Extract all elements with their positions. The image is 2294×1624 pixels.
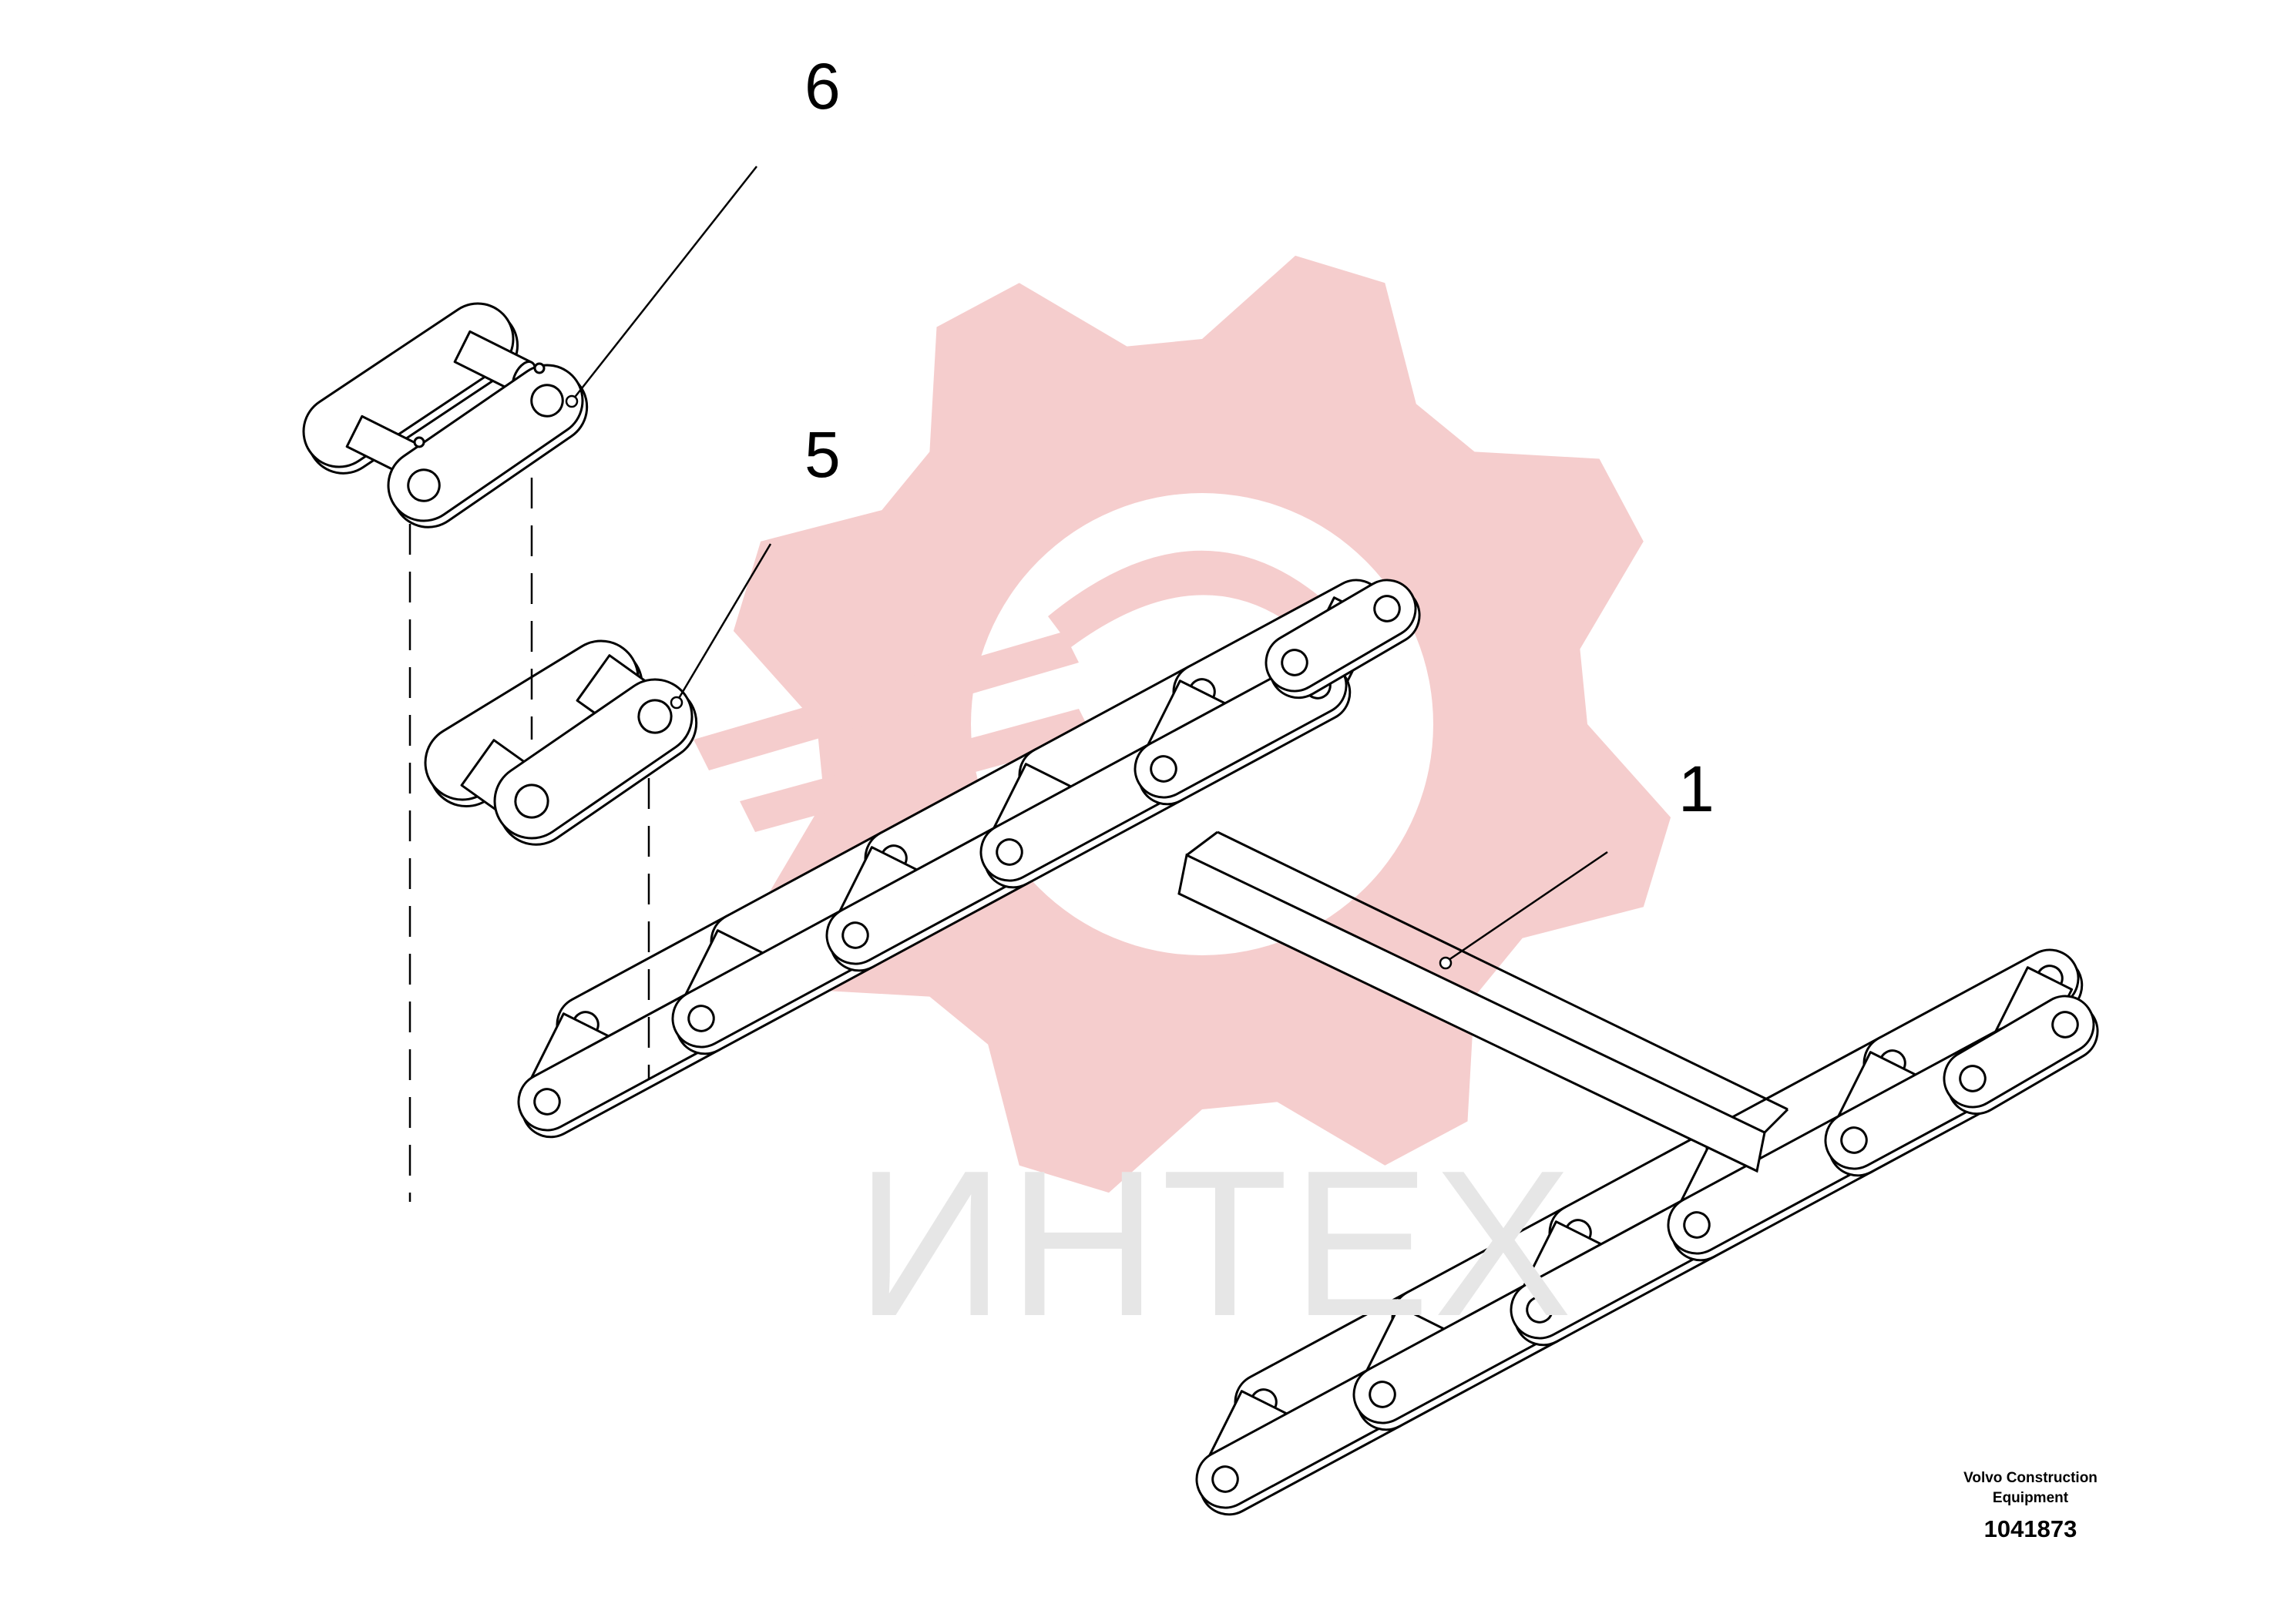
company-name: Volvo Construction Equipment [1963, 1470, 2098, 1506]
leader-6 [573, 166, 757, 400]
crossbar-edge [1217, 830, 1789, 1111]
plate-hole [1959, 1065, 1987, 1092]
end-plate [1265, 579, 1421, 700]
watermark-text: ИНТЕХ [855, 1128, 1576, 1360]
plate-hole [407, 468, 441, 502]
part6-pin-hole [533, 362, 546, 374]
plate-hole [2051, 1011, 2079, 1038]
callout-6: 6 [804, 50, 841, 122]
plate-hole [1211, 1465, 1239, 1493]
leader-5 [677, 543, 772, 700]
plate-body [493, 678, 698, 846]
part5-front-plate [493, 678, 698, 846]
plate-hole [1150, 755, 1177, 783]
plate-hole [1840, 1126, 1868, 1154]
drawing-number: 1041873 [1983, 1515, 2077, 1542]
footer-block: Volvo Construction Equipment 1041873 [1926, 1468, 2134, 1542]
plate-body [1265, 579, 1421, 700]
plate-hole [637, 699, 673, 734]
leader-5-dot [670, 696, 683, 710]
plate-hole [1281, 649, 1308, 676]
swoosh-1 [694, 632, 1079, 770]
plate-hole [841, 921, 869, 949]
plate-body [1943, 995, 2099, 1116]
plate-hole [1683, 1211, 1711, 1239]
crossbar-edge [1186, 830, 1218, 857]
loose-links [302, 302, 698, 846]
crossbar-body [1177, 853, 1766, 1173]
leader-6-dot [565, 394, 579, 408]
plate-hole [530, 384, 564, 418]
crossbar [1177, 830, 1789, 1173]
part6-pin-hole [413, 436, 425, 448]
assembly-lines [408, 478, 650, 1202]
leader-1-dot [1439, 956, 1453, 970]
plate-hole [514, 783, 549, 819]
chain-assembly [517, 579, 2099, 1516]
callout-1: 1 [1678, 753, 1715, 825]
plate-hole [1369, 1381, 1396, 1408]
plate-hole [687, 1005, 715, 1032]
leader-lines [565, 166, 1608, 970]
plate-hole [996, 838, 1023, 866]
swoosh-2 [740, 709, 1094, 832]
plate-hole [1373, 595, 1401, 622]
end-plate [1943, 995, 2099, 1116]
plate-hole [533, 1088, 561, 1116]
plate-hole [1526, 1296, 1553, 1324]
crossbar-edge [1763, 1108, 1789, 1134]
leader-1 [1448, 851, 1608, 961]
part6-front-plate [387, 364, 589, 528]
swoosh-arc [1048, 550, 1356, 655]
plate-body [387, 364, 589, 528]
callout-5: 5 [804, 418, 841, 491]
